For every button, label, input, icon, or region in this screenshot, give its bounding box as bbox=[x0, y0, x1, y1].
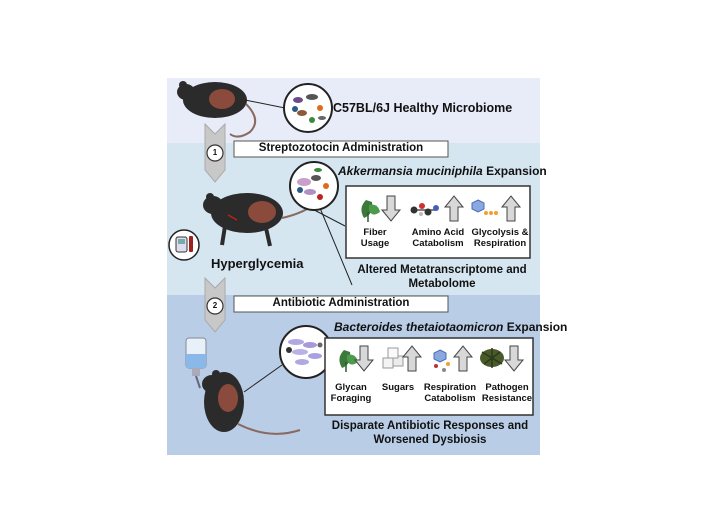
sugar-cubes-icon bbox=[382, 347, 404, 369]
functions-box-1 bbox=[345, 185, 531, 259]
amino-acid-up-arrow bbox=[443, 195, 465, 222]
pathogen-icon bbox=[480, 348, 504, 368]
fiber-down-arrow bbox=[380, 195, 402, 222]
step1-number: 1 bbox=[212, 148, 218, 157]
amino-acid-molecule-icon bbox=[410, 203, 439, 216]
mouse-icon-hyperglycemic bbox=[203, 193, 313, 247]
glycolysis-pathway-icon bbox=[471, 199, 498, 215]
water-bottle-icon bbox=[185, 337, 207, 389]
akkermansia-species-name: Akkermansia muciniphila bbox=[338, 164, 483, 178]
bacteroides-species-name: Bacteroides thetaiotaomicron bbox=[334, 320, 504, 334]
hyperglycemia-label: Hyperglycemia bbox=[211, 256, 304, 271]
step1-label: Streptozotocin Administration bbox=[258, 142, 424, 154]
mouse-icon-standing bbox=[202, 370, 301, 435]
pathogen-down-arrow bbox=[503, 345, 525, 372]
respiration-up-arrow bbox=[452, 345, 474, 372]
step2-label: Antibiotic Administration bbox=[272, 297, 410, 309]
step2-label-box bbox=[233, 295, 449, 313]
function-glycolysis-respiration: Glycolysis &Respiration bbox=[471, 227, 529, 249]
bacteroides-expansion-heading: Bacteroides thetaiotaomicron Expansion bbox=[334, 320, 567, 334]
bacteroides-expansion-suffix: Expansion bbox=[503, 320, 568, 334]
akkermansia-expansion-suffix: Expansion bbox=[482, 164, 547, 178]
microbiome-magnifier-icon-2 bbox=[289, 161, 353, 286]
sugars-up-arrow bbox=[401, 345, 423, 372]
function-sugars: Sugars bbox=[381, 382, 415, 393]
mouse-icon bbox=[177, 81, 257, 138]
healthy-microbiome-heading: C57BL/6J Healthy Microbiome bbox=[333, 101, 513, 115]
respiration-molecule-icon bbox=[433, 349, 450, 372]
step2-number-circle bbox=[206, 297, 224, 315]
glycan-down-arrow bbox=[353, 345, 375, 372]
microbiome-magnifier-icon-3 bbox=[243, 325, 337, 401]
step1-label-box bbox=[233, 140, 449, 158]
akkermansia-expansion-heading: Akkermansia muciniphila Expansion bbox=[338, 164, 547, 178]
step1-number-circle bbox=[206, 144, 224, 162]
glycolysis-up-arrow bbox=[500, 195, 522, 222]
step2-number: 2 bbox=[212, 301, 218, 310]
glycan-leaf-icon bbox=[339, 350, 358, 372]
microbiome-magnifier-icon bbox=[244, 83, 333, 133]
glucometer-icon bbox=[168, 229, 200, 261]
fiber-leaf-icon bbox=[361, 200, 380, 222]
